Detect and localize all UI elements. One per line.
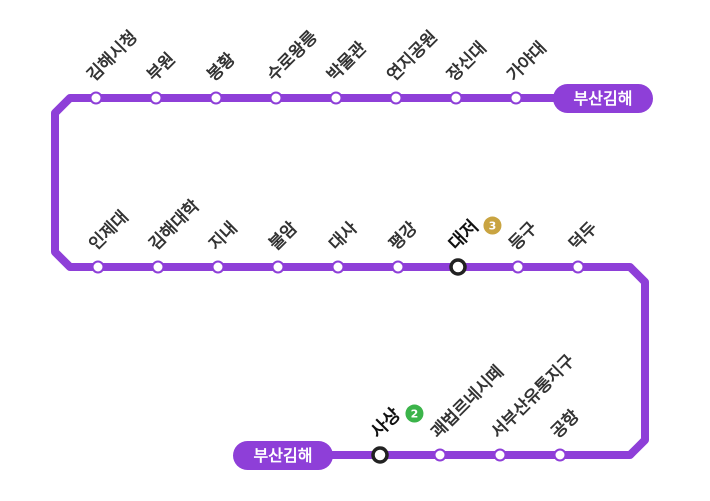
station-marker — [209, 91, 223, 105]
station-label: 지내 — [205, 218, 241, 254]
station-괘법르네시떼[interactable]: 괘법르네시떼 — [427, 362, 508, 462]
transfer-line-number: 3 — [489, 220, 497, 233]
station-김해시청[interactable]: 김해시청 — [83, 26, 142, 105]
station-가야대[interactable]: 가야대 — [503, 38, 551, 105]
station-marker — [151, 260, 165, 274]
station-label: 평강 — [385, 218, 422, 255]
station-marker — [329, 91, 343, 105]
station-연지공원[interactable]: 연지공원 — [383, 27, 442, 105]
station-marker — [571, 260, 585, 274]
terminal-top-badge[interactable]: 부산김해 — [553, 84, 653, 113]
station-marker — [211, 260, 225, 274]
station-marker — [269, 91, 283, 105]
station-marker — [271, 260, 285, 274]
station-label: 인제대 — [85, 207, 132, 254]
station-label: 공항 — [547, 405, 584, 442]
station-김해대학[interactable]: 김해대학 — [145, 196, 204, 274]
station-marker — [553, 448, 567, 462]
station-label: 김해대학 — [145, 196, 204, 255]
svg-text:부산김해: 부산김해 — [574, 89, 633, 108]
station-label: 연지공원 — [383, 27, 441, 85]
line-track — [51, 94, 649, 459]
station-marker — [433, 448, 447, 462]
station-marker — [493, 448, 507, 462]
station-label: 덕두 — [565, 218, 602, 255]
station-label: 봉황 — [203, 49, 240, 86]
transfer-line-number: 2 — [411, 408, 419, 421]
station-label: 가야대 — [503, 38, 550, 85]
station-marker — [449, 91, 463, 105]
svg-text:부산김해: 부산김해 — [254, 446, 313, 465]
transfer-line-3-icon — [483, 216, 502, 235]
transfer-station-marker — [449, 258, 467, 276]
station-marker — [91, 260, 105, 274]
station-장신대[interactable]: 장신대 — [443, 38, 491, 105]
station-marker — [389, 91, 403, 105]
station-label: 수로왕릉 — [263, 27, 322, 86]
station-marker — [89, 91, 103, 105]
station-label: 김해시청 — [83, 26, 142, 85]
station-인제대[interactable]: 인제대 — [85, 207, 133, 274]
station-marker — [509, 91, 523, 105]
station-label: 대사 — [325, 218, 362, 255]
station-label: 장신대 — [443, 38, 490, 85]
station-marker — [391, 260, 405, 274]
station-marker — [331, 260, 345, 274]
station-label: 부원 — [143, 49, 179, 85]
station-label: 등구 — [505, 218, 542, 255]
station-marker — [511, 260, 525, 274]
station-label: 불암 — [265, 218, 302, 255]
station-박물관[interactable]: 박물관 — [323, 38, 371, 105]
station-marker — [149, 91, 163, 105]
station-label: 사상 — [367, 404, 406, 443]
station-label: 박물관 — [323, 38, 371, 86]
terminal-bottom-badge[interactable]: 부산김해 — [233, 441, 333, 470]
transfer-line-2-icon — [405, 404, 424, 423]
station-서부산유통지구[interactable]: 서부산유통지구 — [487, 351, 579, 462]
transfer-station-marker — [371, 446, 389, 464]
station-수로왕릉[interactable]: 수로왕릉 — [263, 27, 322, 105]
station-label: 대저 — [445, 216, 483, 254]
